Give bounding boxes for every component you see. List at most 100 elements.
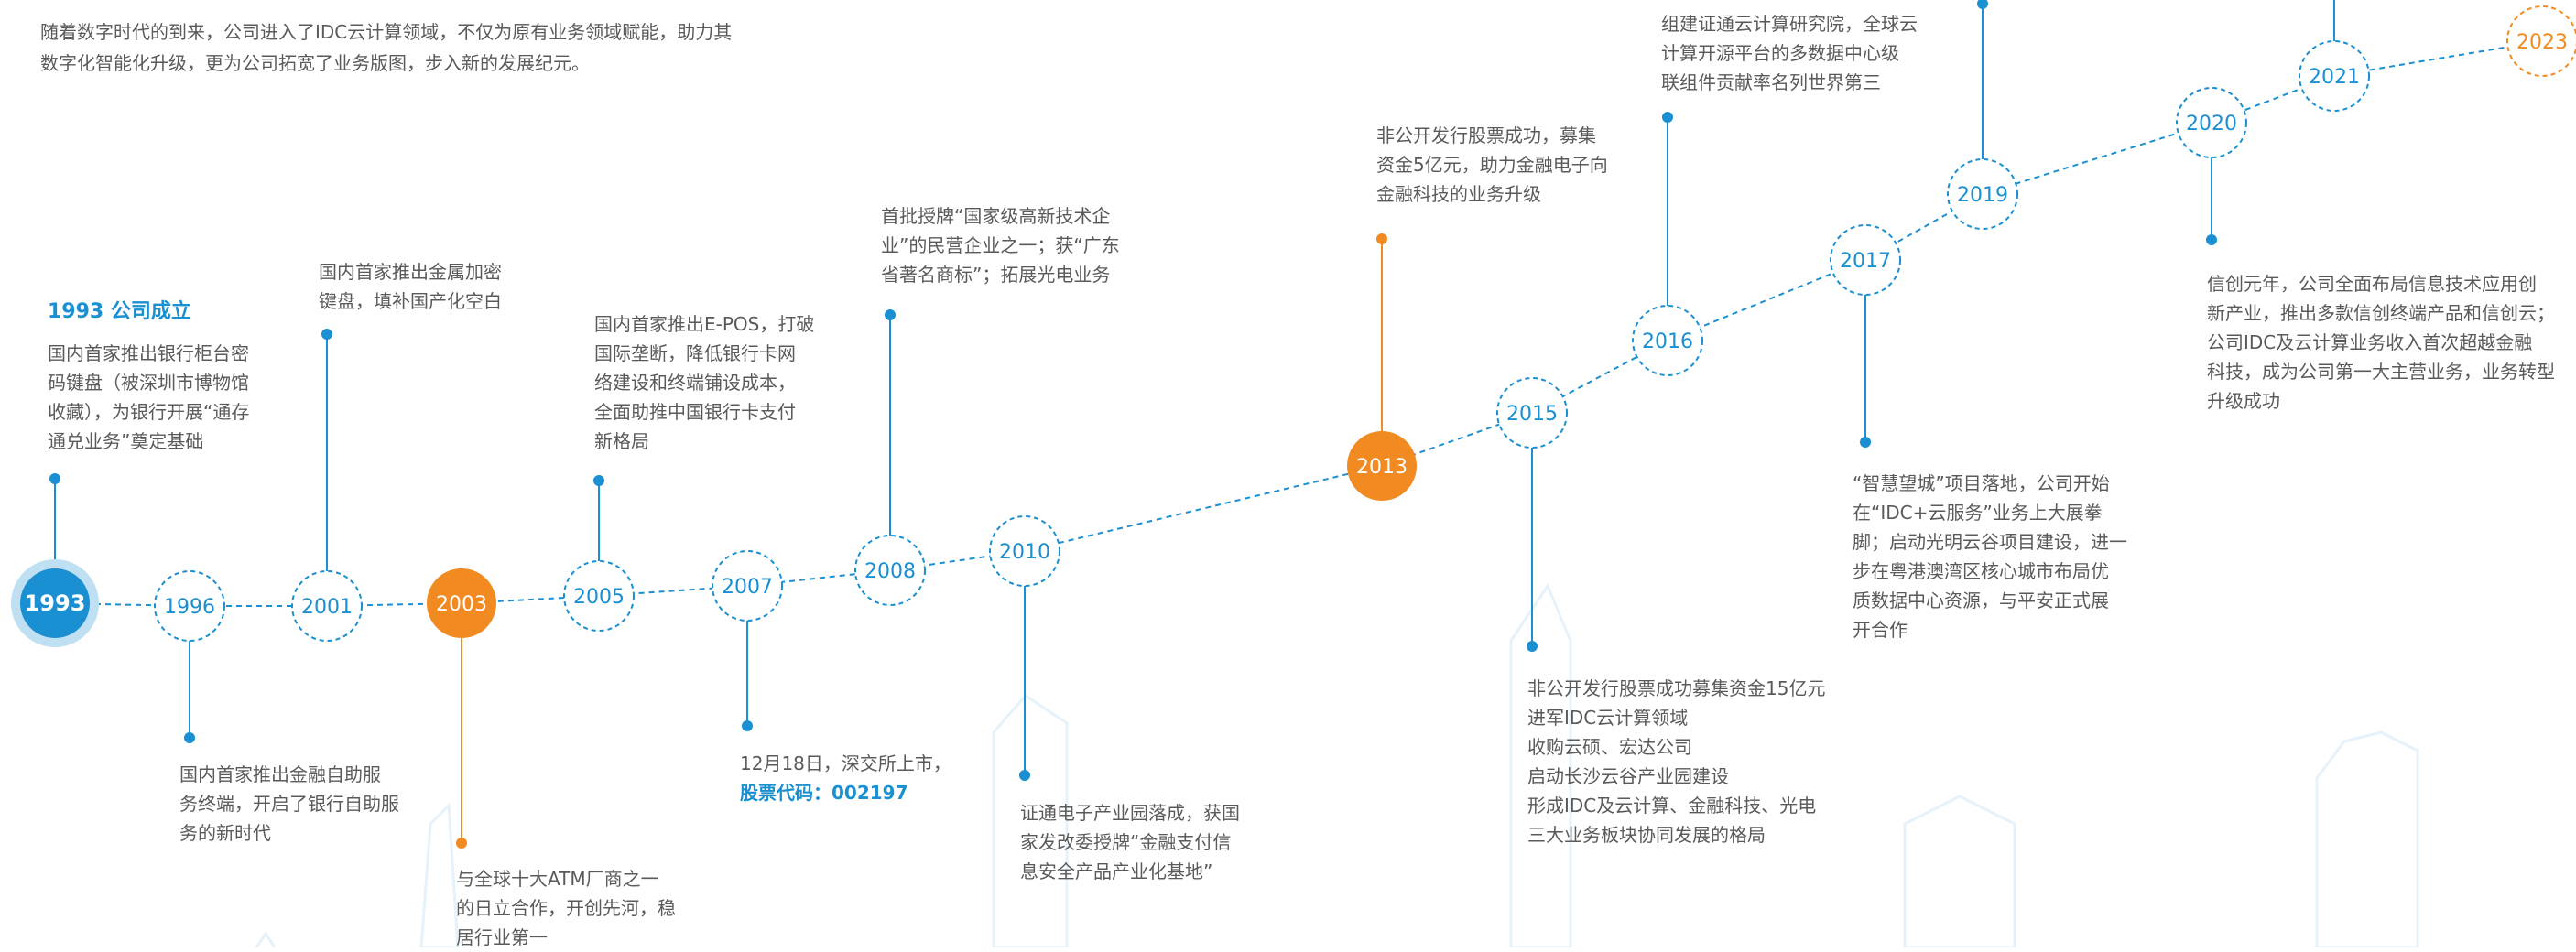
event-2008: 首批授牌“国家级高新技术企 业”的民营企业之一；获“广东 省著名商标”；拓展光电… [881,201,1120,289]
year-node [2506,5,2576,77]
connector-dot [593,475,604,486]
event-2005: 国内首家推出E-POS，打破 国际垄断，降低银行卡网 络建设和终端铺设成本， 全… [594,309,814,456]
event-2016: 组建证通云计算研究院，全球云 计算开源平台的多数据中心级 联组件贡献率名列世界第… [1661,9,1918,97]
event-2003-line: 的日立合作，开创先河，稳 [456,897,676,919]
connector-dot [49,473,60,484]
event-1993: 国内首家推出银行柜台密 码键盘（被深圳市博物馆 收藏），为银行开展“通存 通兑业… [48,339,249,456]
event-2017-line: 在“IDC+云服务”业务上大展拳 [1853,502,2103,524]
event-2017-line: 开合作 [1853,619,1908,641]
year-label: 2020 [2186,113,2237,135]
year-label: 2015 [1506,403,1558,426]
year-label: 2023 [2516,31,2568,54]
event-2001-line: 键盘，填补国产化空白 [319,290,502,312]
event-2015-line: 三大业务板块协同发展的格局 [1527,824,1766,846]
year-label: 1993 [25,590,86,616]
event-2016-line: 组建证通云计算研究院，全球云 [1661,13,1918,35]
year-node [427,568,496,638]
year-label: 2010 [999,541,1050,564]
event-2015-line: 形成IDC及云计算、金融科技、光电 [1527,795,1817,817]
event-2003: 与全球十大ATM厂商之一 的日立合作，开创先河，稳 居行业第一 [456,864,676,952]
event-2005-line: 全面助推中国银行卡支付 [594,401,796,423]
connector-dot [742,720,753,731]
event-2015-line: 非公开发行股票成功募集资金15亿元 [1527,677,1826,699]
year-label: 2013 [1356,456,1408,479]
year-node [2299,40,2370,112]
year-label: 2001 [301,596,353,619]
event-2008-line: 首批授牌“国家级高新技术企 [881,205,1111,227]
connector-dot [2206,234,2217,245]
connector-dot [1662,112,1673,123]
year-label: 2016 [1642,330,1693,353]
year-node [1347,431,1417,501]
year-node [1632,305,1703,376]
event-2020-line: 升级成功 [2207,390,2280,412]
event-1996-line: 国内首家推出金融自助服 [179,763,381,785]
connector-dot [456,838,467,849]
event-2013-line: 非公开发行股票成功，募集 [1376,124,1596,146]
event-2017-line: “智慧望城”项目落地，公司开始 [1853,472,2110,494]
connector-dot [885,309,896,320]
event-2015-line: 进军IDC云计算领域 [1527,707,1689,729]
skyline-building [419,802,460,947]
event-2017-line: 步在粤港澳湾区核心城市布局优 [1853,560,2109,582]
event-1996-line: 务的新时代 [179,822,271,844]
connector-dot [1977,0,1988,9]
connector-dot [321,329,332,340]
year-label: 2017 [1840,250,1891,273]
year-node [563,560,635,632]
event-2003-line: 与全球十大ATM厂商之一 [456,868,659,890]
skyline-building [1509,582,1572,947]
event-2020-line: 信创元年，公司全面布局信息技术应用创 [2207,273,2537,295]
year-node [989,515,1060,587]
event-1993-line: 收藏），为银行开展“通存 [48,401,250,423]
event-2007: 12月18日，深交所上市， 股票代码：002197 [740,749,951,807]
event-2005-line: 国际垄断，降低银行卡网 [594,342,796,364]
year-node [291,570,363,642]
event-2020-line: 科技，成为公司第一大主营业务，业务转型 [2207,361,2555,383]
event-2015: 非公开发行股票成功募集资金15亿元 进军IDC云计算领域 收购云硕、宏达公司 启… [1527,674,1825,849]
skyline-building [1903,795,2016,947]
event-1996-line: 务终端，开启了银行自助服 [179,793,399,815]
intro-line-1: 随着数字时代的到来，公司进入了IDC云计算领域，不仅为原有业务领域赋能，助力其 [40,21,733,43]
year-label: 1996 [164,596,215,619]
event-2008-line: 业”的民营企业之一；获“广东 [881,234,1120,256]
year-node [1947,158,2018,230]
timeline-trend-line [54,40,2543,607]
year-node [854,535,926,606]
year-node [154,570,225,642]
event-2013-line: 资金5亿元，助力金融电子向 [1376,154,1608,176]
event-2015-line: 收购云硕、宏达公司 [1527,736,1692,758]
event-2010-line: 息安全产品产业化基地” [1020,860,1213,882]
year-label: 2007 [722,576,773,599]
event-2020: 信创元年，公司全面布局信息技术应用创 新产业，推出多款信创终端产品和信创云； 公… [2207,269,2555,416]
year-label: 2008 [864,560,916,583]
event-2020-line: 公司IDC及云计算业务收入首次超越金融 [2207,331,2533,353]
event-1993-line: 码键盘（被深圳市博物馆 [48,372,249,394]
event-2015-line: 启动长沙云谷产业园建设 [1527,765,1729,787]
event-2008-line: 省著名商标”；拓展光电业务 [881,264,1111,286]
skyline-building [2315,730,2419,947]
event-2005-line: 国内首家推出E-POS，打破 [594,313,815,335]
event-1993-line: 国内首家推出银行柜台密 [48,342,249,364]
year-node [2176,87,2247,158]
event-2001: 国内首家推出金属加密 键盘，填补国产化空白 [319,257,502,316]
event-2016-line: 计算开源平台的多数据中心级 [1661,42,1899,64]
event-2016-line: 联组件贡献率名列世界第三 [1661,71,1881,93]
connector-dot [1019,770,1030,781]
event-2005-line: 新格局 [594,430,649,452]
event-2020-line: 新产业，推出多款信创终端产品和信创云； [2207,302,2555,324]
connector-dot [1527,641,1538,652]
year-label: 2019 [1957,184,2008,207]
year-node [20,568,90,638]
stock-code: 股票代码：002197 [740,782,908,804]
year-node [1496,377,1568,449]
event-2017-line: 质数据中心资源，与平安正式展 [1853,590,2109,611]
intro-line-2: 数字化智能化升级，更为公司拓宽了业务版图，步入新的发展纪元。 [40,52,590,74]
event-2013-line: 金融科技的业务升级 [1376,183,1541,205]
event-2007-line: 12月18日，深交所上市， [740,752,951,774]
event-2005-line: 络建设和终端铺设成本， [594,372,796,394]
skyline-building [255,931,277,947]
founding-title: 1993 公司成立 [48,300,191,323]
event-2017-line: 脚；启动光明云谷项目建设，进一 [1853,531,2127,553]
